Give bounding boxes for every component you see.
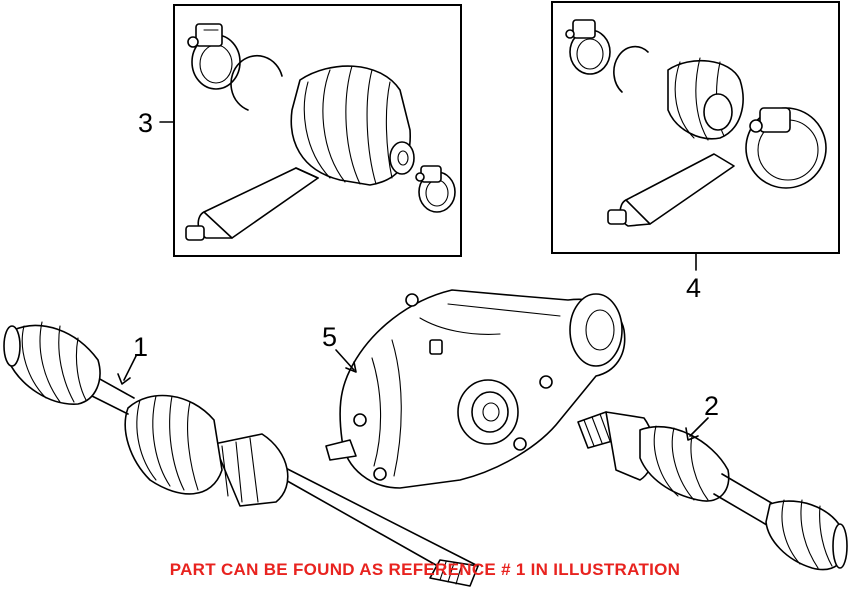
differential-part-5 xyxy=(325,289,626,489)
cv-boot-icon xyxy=(667,57,744,141)
callout-1: 1 xyxy=(133,332,148,362)
callout-3: 3 xyxy=(138,108,153,138)
callout-5: 5 xyxy=(322,322,337,352)
snap-ring-icon xyxy=(613,45,649,93)
callout-leaders xyxy=(117,121,709,441)
small-clamp-icon xyxy=(565,19,611,75)
callout-4: 4 xyxy=(686,273,701,303)
boot-kit-box-3 xyxy=(173,4,462,257)
grease-tube-icon xyxy=(185,167,319,241)
small-clamp-icon xyxy=(415,165,456,213)
grease-tube-icon xyxy=(607,153,735,227)
reference-caption: PART CAN BE FOUND AS REFERENCE # 1 IN IL… xyxy=(169,560,681,579)
boot-kit-box-4 xyxy=(551,1,840,254)
snap-ring-icon xyxy=(230,54,283,111)
axle-shaft-right-part-2 xyxy=(577,411,848,571)
callout-2: 2 xyxy=(704,391,719,421)
axle-shaft-left-part-1 xyxy=(3,321,479,587)
cv-boot-icon xyxy=(290,65,415,186)
small-clamp-icon xyxy=(187,23,241,90)
large-clamp-icon xyxy=(745,107,827,189)
